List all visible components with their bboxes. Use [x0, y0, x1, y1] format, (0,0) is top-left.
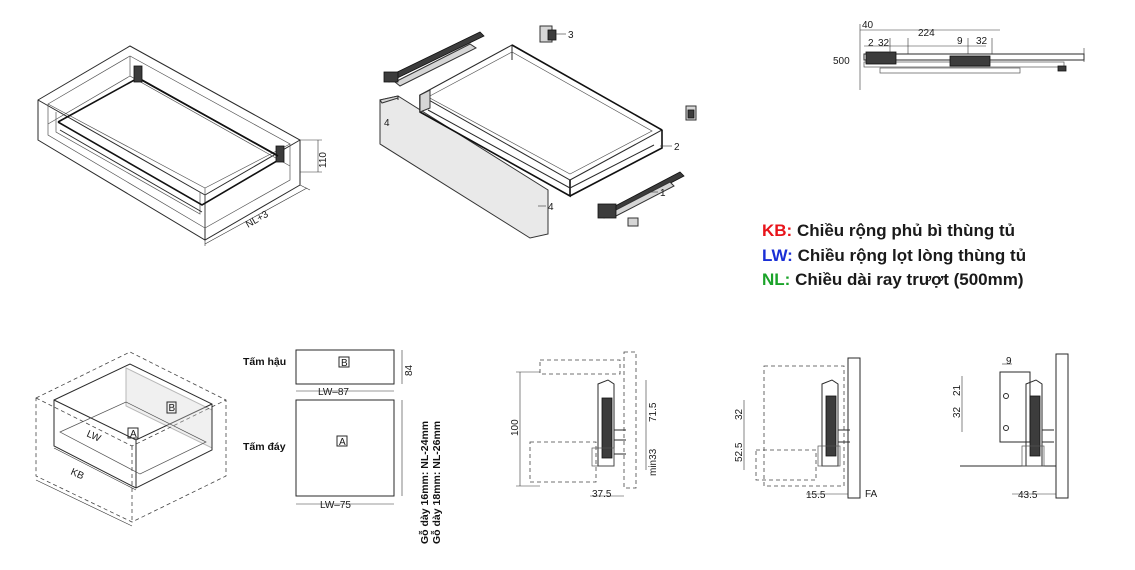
- legend-nl-abbr: NL:: [762, 270, 791, 289]
- dim-32-top: 32: [976, 36, 988, 47]
- back-panel-label: Tấm hậu: [243, 356, 286, 368]
- box-iso-view: B A LW KB: [35, 351, 227, 527]
- dim-32-left: 32: [878, 38, 890, 49]
- length-dim-label: NL+3: [244, 209, 271, 231]
- s3-dim-32: 32: [952, 406, 963, 418]
- s3-dim-43-5: 43.5: [1018, 490, 1038, 501]
- s1-dim-min33: min33: [648, 448, 659, 476]
- exploded-drawer-view: 4 3 2 1 4: [379, 25, 697, 239]
- section-view-2: 32 52.5 15.5 FA: [734, 357, 878, 501]
- cabinet-3d-view: 110 NL+3: [37, 45, 329, 246]
- dim-9: 9: [957, 36, 963, 47]
- rail-side-view: 40 224 9 32 2 32 500: [833, 20, 1085, 90]
- bottom-panel-label: Tấm đáy: [243, 441, 286, 453]
- note-16mm: Gỗ dày 16mm: NL-24mm: [418, 421, 431, 544]
- box-back-tag: B: [169, 403, 176, 414]
- legend-lw-text: Chiều rộng lọt lòng thùng tủ: [797, 245, 1027, 265]
- bottom-panel-tag: A: [339, 437, 346, 448]
- back-height-label: 84: [404, 364, 415, 376]
- s2-dim-32: 32: [734, 408, 745, 420]
- legend-nl-text: Chiều dài ray trượt (500mm): [795, 270, 1024, 289]
- s1-dim-37-5: 37.5: [592, 489, 612, 500]
- legend-lw: LW: Chiều rộng lọt lòng thùng tủ: [762, 244, 1026, 269]
- s2-dim-52-5: 52.5: [734, 442, 745, 462]
- part-3-tag: 3: [568, 30, 574, 41]
- box-bottom-tag: A: [130, 429, 137, 440]
- box-kb-label: KB: [69, 467, 86, 483]
- s2-dim-fa: FA: [865, 489, 878, 500]
- part-4-tag: 4: [548, 202, 554, 213]
- legend: KB: Chiều rộng phủ bì thùng tủ LW: Chiều…: [762, 219, 1026, 293]
- section-view-1: 100 71.5 min33 37.5: [510, 351, 659, 500]
- legend-nl: NL: Chiều dài ray trượt (500mm): [762, 268, 1026, 293]
- legend-kb-text: Chiều rộng phủ bì thùng tủ: [796, 221, 1016, 240]
- s1-dim-71-5: 71.5: [648, 402, 659, 422]
- legend-kb-abbr: KB:: [762, 221, 793, 240]
- part-1-tag: 1: [660, 188, 666, 199]
- s2-dim-15-5: 15.5: [806, 490, 826, 501]
- bottom-width-label: LW–75: [320, 500, 351, 511]
- height-dim-label: 110: [318, 152, 329, 168]
- back-width-label: LW–87: [318, 387, 349, 398]
- dim-500: 500: [833, 56, 850, 67]
- s3-dim-21: 21: [952, 384, 963, 396]
- legend-lw-abbr: LW:: [762, 245, 793, 265]
- part-2-tag: 2: [674, 142, 680, 153]
- dim-2: 2: [868, 38, 874, 49]
- s3-dim-9: 9: [1006, 356, 1012, 367]
- legend-kb: KB: Chiều rộng phủ bì thùng tủ: [762, 219, 1026, 244]
- s1-dim-100: 100: [510, 419, 521, 436]
- section-view-3: 9 21 32 43.5: [952, 353, 1069, 501]
- dim-224: 224: [918, 28, 935, 39]
- part-4-tag-left: 4: [384, 118, 390, 129]
- dim-40: 40: [862, 20, 874, 31]
- box-lw-label: LW: [85, 429, 103, 445]
- back-panel-tag: B: [341, 358, 348, 369]
- note-18mm: Gỗ dày 18mm: NL-26mm: [430, 421, 443, 544]
- panel-cut-sizes: Tấm hậu B LW–87 84 Tấm đáy A LW–75 Gỗ dà…: [243, 349, 443, 544]
